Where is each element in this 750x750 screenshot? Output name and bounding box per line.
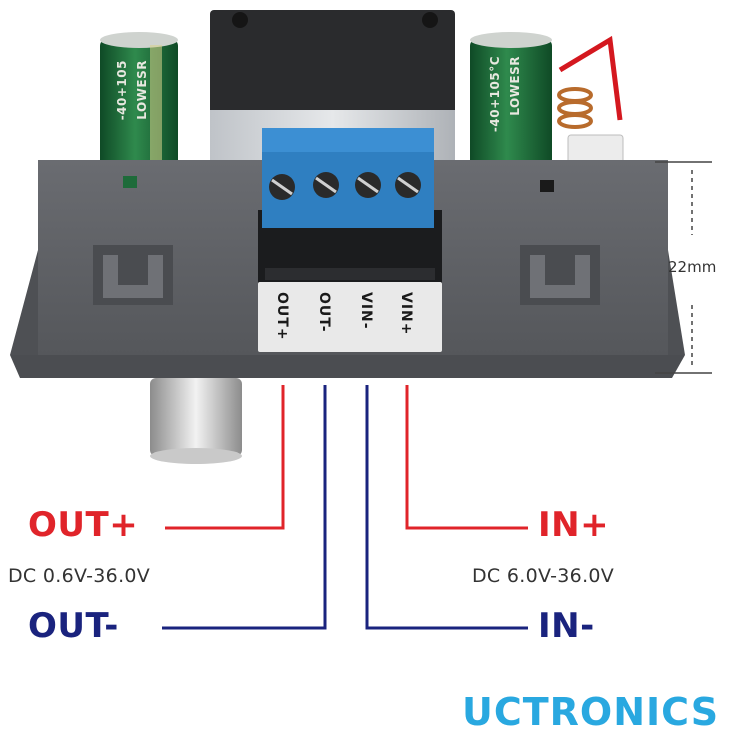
- in-minus-label: IN-: [538, 606, 595, 646]
- wire-in-minus: [365, 385, 528, 630]
- out-spec-label: DC 0.6V-36.0V: [8, 565, 151, 587]
- wire-in-plus: [405, 385, 528, 530]
- terminal-block: [262, 128, 434, 228]
- terminal-label-out-plus: OUT+: [274, 292, 290, 341]
- in-spec-label: DC 6.0V-36.0V: [472, 565, 615, 587]
- in-plus-label: IN+: [538, 505, 610, 545]
- wire-out-minus: [162, 385, 327, 630]
- capacitor-left: [100, 32, 178, 178]
- cap-left-label-1: -40+105: [115, 60, 129, 121]
- wire-out-plus: [165, 385, 285, 530]
- dimension-label: 22mm: [668, 258, 717, 276]
- out-minus-label: OUT-: [28, 606, 119, 646]
- brand-logo: UCTRONICS: [462, 690, 720, 734]
- cap-left-label-2: LOWESR: [135, 60, 149, 120]
- knob-icon: [150, 378, 242, 464]
- terminal-label-vin-minus: VIN-: [358, 292, 374, 330]
- cap-right-label-1: -40+105°C: [488, 56, 502, 133]
- terminal-label-out-minus: OUT-: [316, 292, 332, 333]
- fan-icon: [210, 10, 455, 130]
- cap-right-label-2: LOWESR: [508, 56, 522, 116]
- out-plus-label: OUT+: [28, 505, 139, 545]
- capacitor-right: [470, 32, 624, 178]
- terminal-label-vin-plus: VIN+: [398, 292, 414, 336]
- dimension-line: [655, 161, 712, 374]
